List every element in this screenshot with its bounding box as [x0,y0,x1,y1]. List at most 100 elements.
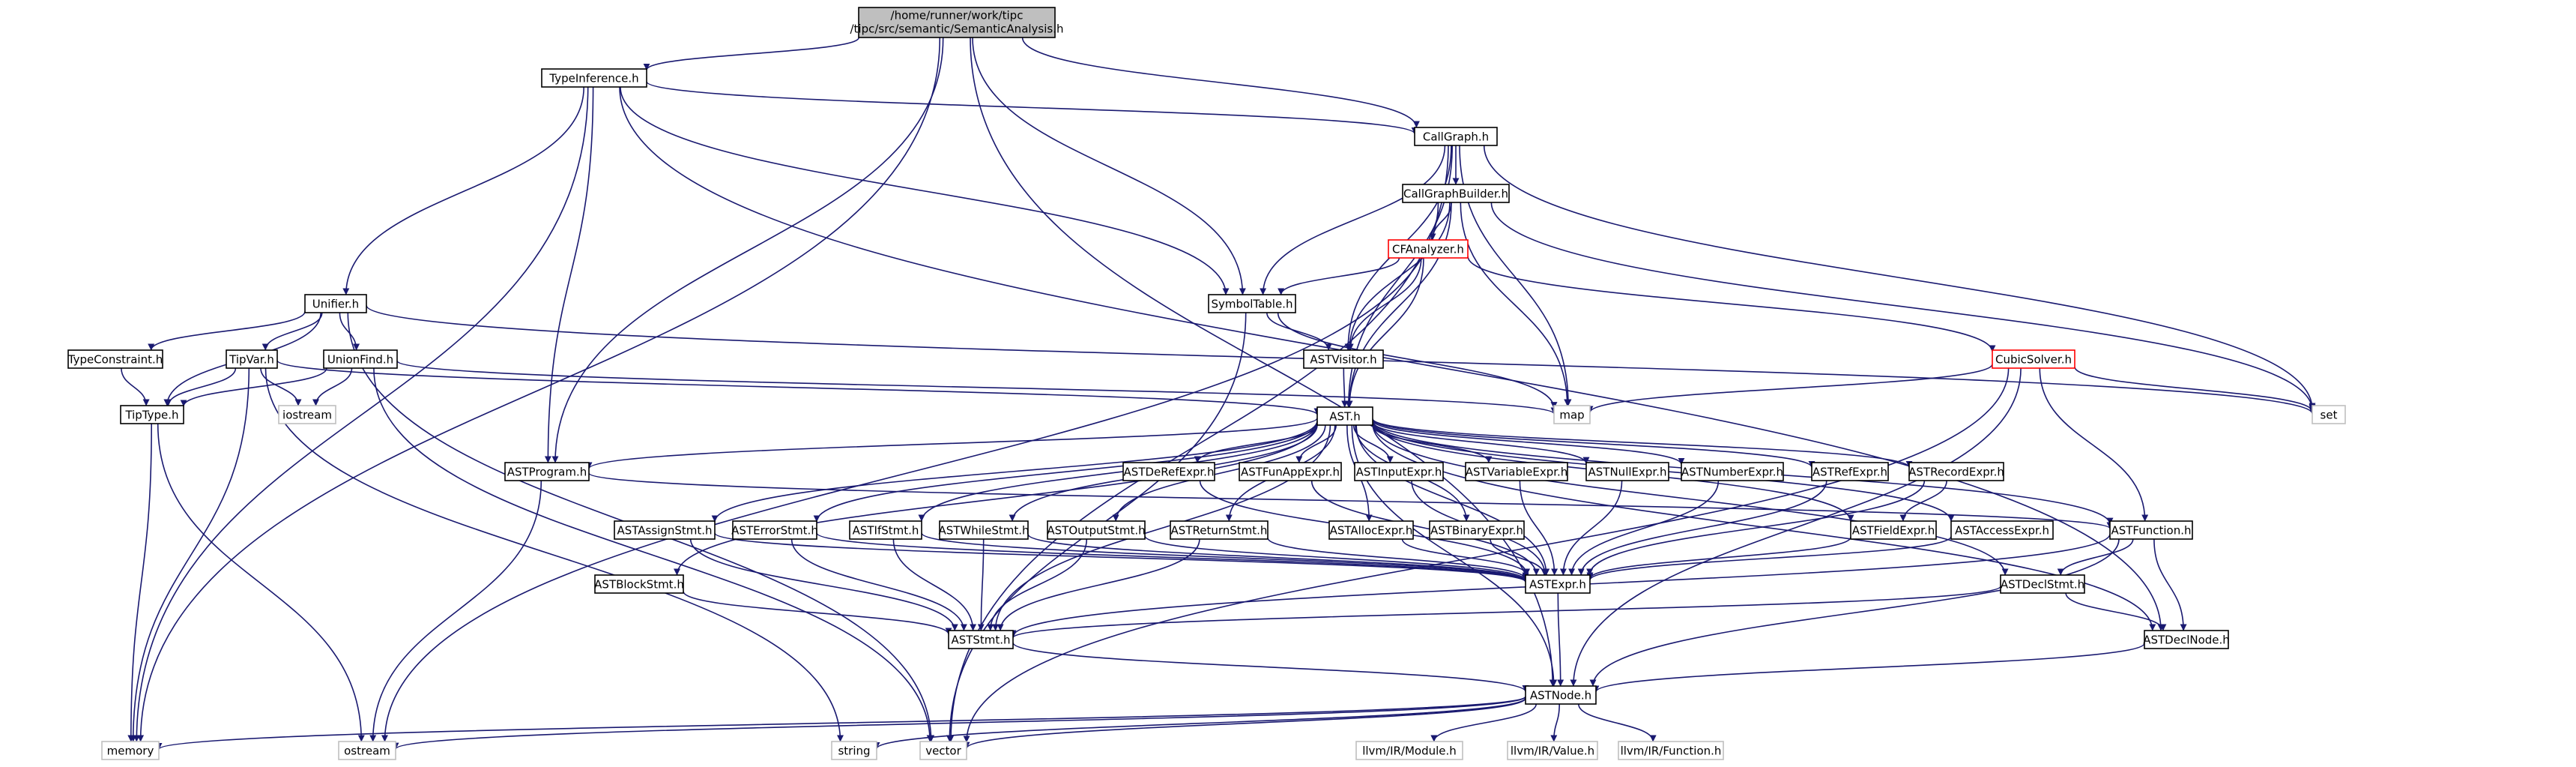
node-st[interactable]: SymbolTable.h [1208,294,1296,313]
node-declstmt[interactable]: ASTDeclStmt.h [2000,574,2085,594]
node-box-assign [614,520,716,540]
node-funapp[interactable]: ASTFunAppExpr.h [1239,462,1342,481]
node-binary[interactable]: ASTBinaryExpr.h [1429,520,1525,540]
node-box-access [1950,520,2054,540]
node-deref[interactable]: ASTDeRefExpr.h [1122,462,1215,481]
node-box-llvm_value [1507,741,1598,760]
node-box-deref [1122,462,1215,481]
node-ref[interactable]: ASTRefExpr.h [1811,462,1889,481]
node-label-number: ASTNumberExpr.h [1681,466,1783,479]
node-ti[interactable]: TypeInference.h [541,68,647,88]
node-output[interactable]: ASTOutputStmt.h [1047,520,1146,540]
node-label-uf: UnionFind.h [327,353,393,367]
node-cg[interactable]: CallGraph.h [1414,127,1498,146]
node-box-cfa [1388,239,1469,259]
edge-ref-to-expr [1577,480,1827,576]
node-box-uf [323,349,398,369]
node-label-cubic: CubicSolver.h [1995,353,2072,367]
edge-ast-to-expr [1355,424,1550,576]
node-box-block [594,574,684,594]
node-box-memory [101,741,160,760]
node-input[interactable]: ASTInputExpr.h [1354,462,1444,481]
node-tc[interactable]: TypeConstraint.h [67,349,163,369]
node-field[interactable]: ASTFieldExpr.h [1850,520,1937,540]
edge-cgb-to-ostream [381,202,1439,742]
node-record[interactable]: ASTRecordExpr.h [1908,462,2004,481]
edge-cgb-to-ast [1346,202,1452,408]
node-return[interactable]: ASTReturnStmt.h [1170,520,1269,540]
node-label-string: string [838,745,870,758]
node-error[interactable]: ASTErrorStmt.h [731,520,818,540]
node-label-expr: ASTExpr.h [1529,578,1586,592]
node-block[interactable]: ASTBlockStmt.h [594,574,684,594]
node-unifier[interactable]: Unifier.h [304,294,367,313]
edge-ti-to-cg [646,81,1418,134]
node-variable[interactable]: ASTVariableExpr.h [1465,462,1568,481]
node-cfa[interactable]: CFAnalyzer.h [1388,239,1469,259]
edge-cfa-to-ast [1346,257,1424,408]
node-access[interactable]: ASTAccessExpr.h [1950,520,2054,540]
node-vector[interactable]: vector [919,741,967,760]
node-map[interactable]: map [1553,405,1591,424]
node-box-cg [1414,127,1498,146]
node-box-declstmt [2000,574,2085,594]
node-memory[interactable]: memory [101,741,160,760]
node-function[interactable]: ASTFunction.h [2109,520,2193,540]
edge-ti-to-st [620,86,1230,295]
edge-record-to-field [1899,480,1947,522]
node-label-tc: TypeConstraint.h [67,353,163,367]
edge-ast-to-number [1372,419,1685,465]
node-label-binary: ASTBinaryExpr.h [1430,524,1523,538]
node-label-input: ASTInputExpr.h [1356,466,1442,479]
node-tv[interactable]: TipVar.h [226,349,278,369]
edge-tt-to-memory [127,423,152,742]
node-uf[interactable]: UnionFind.h [323,349,398,369]
node-label-llvm_value: llvm/IR/Value.h [1511,745,1594,758]
edge-cubic-to-map [1586,364,1993,413]
node-alloc[interactable]: ASTAllocExpr.h [1328,520,1414,540]
node-assign[interactable]: ASTAssignStmt.h [614,520,716,540]
node-cubic[interactable]: CubicSolver.h [1992,349,2075,369]
node-llvm_value[interactable]: llvm/IR/Value.h [1507,741,1598,760]
node-iostream[interactable]: iostream [278,405,336,424]
edge-return-to-stmt [997,538,1200,631]
node-ast[interactable]: AST.h [1316,406,1373,426]
edge-cg-to-set [1483,145,2316,410]
node-if[interactable]: ASTIfStmt.h [849,520,922,540]
edge-root-to-st [972,37,1246,295]
edge-declnode-to-astnode [1592,643,2145,693]
edge-ti-to-program [544,86,594,463]
node-while[interactable]: ASTWhileStmt.h [938,520,1030,540]
node-program[interactable]: ASTProgram.h [504,462,590,481]
edge-tv-to-iostream [260,367,302,406]
node-astvisitor[interactable]: ASTVisitor.h [1303,349,1384,369]
node-expr[interactable]: ASTExpr.h [1525,574,1591,594]
node-cgb[interactable]: CallGraphBuilder.h [1402,184,1510,203]
node-box-cgb [1402,184,1510,203]
node-tt[interactable]: TipType.h [120,405,184,424]
node-astnode[interactable]: ASTNode.h [1525,685,1597,705]
node-set[interactable]: set [2312,405,2346,424]
edge-unifier-to-tv [261,312,323,351]
node-box-alloc [1328,520,1414,540]
node-null[interactable]: ASTNullExpr.h [1585,462,1669,481]
node-box-tv [226,349,278,369]
node-llvm_module[interactable]: llvm/IR/Module.h [1355,741,1463,760]
node-declnode[interactable]: ASTDeclNode.h [2143,630,2230,649]
edge-cubic-to-set [2074,367,2316,412]
edge-while-to-expr [1027,533,1529,582]
node-label-cfa: CFAnalyzer.h [1392,243,1464,256]
edge-binary-to-expr [1490,538,1548,576]
edge-funapp-to-expr [1310,480,1540,576]
edge-st-to-map [1277,312,1558,409]
node-string[interactable]: string [831,741,877,760]
edge-ast-to-declstmt [1372,422,2009,576]
edge-astvisitor-to-ast [1341,367,1349,408]
node-llvm_func[interactable]: llvm/IR/Function.h [1618,741,1724,760]
node-stmt[interactable]: ASTStmt.h [948,630,1014,649]
edge-cubic-to-astnode [1570,367,2022,687]
node-number[interactable]: ASTNumberExpr.h [1681,462,1784,481]
node-box-set [2312,405,2346,424]
node-ostream[interactable]: ostream [338,741,396,760]
edge-record-to-expr [1586,480,1926,576]
